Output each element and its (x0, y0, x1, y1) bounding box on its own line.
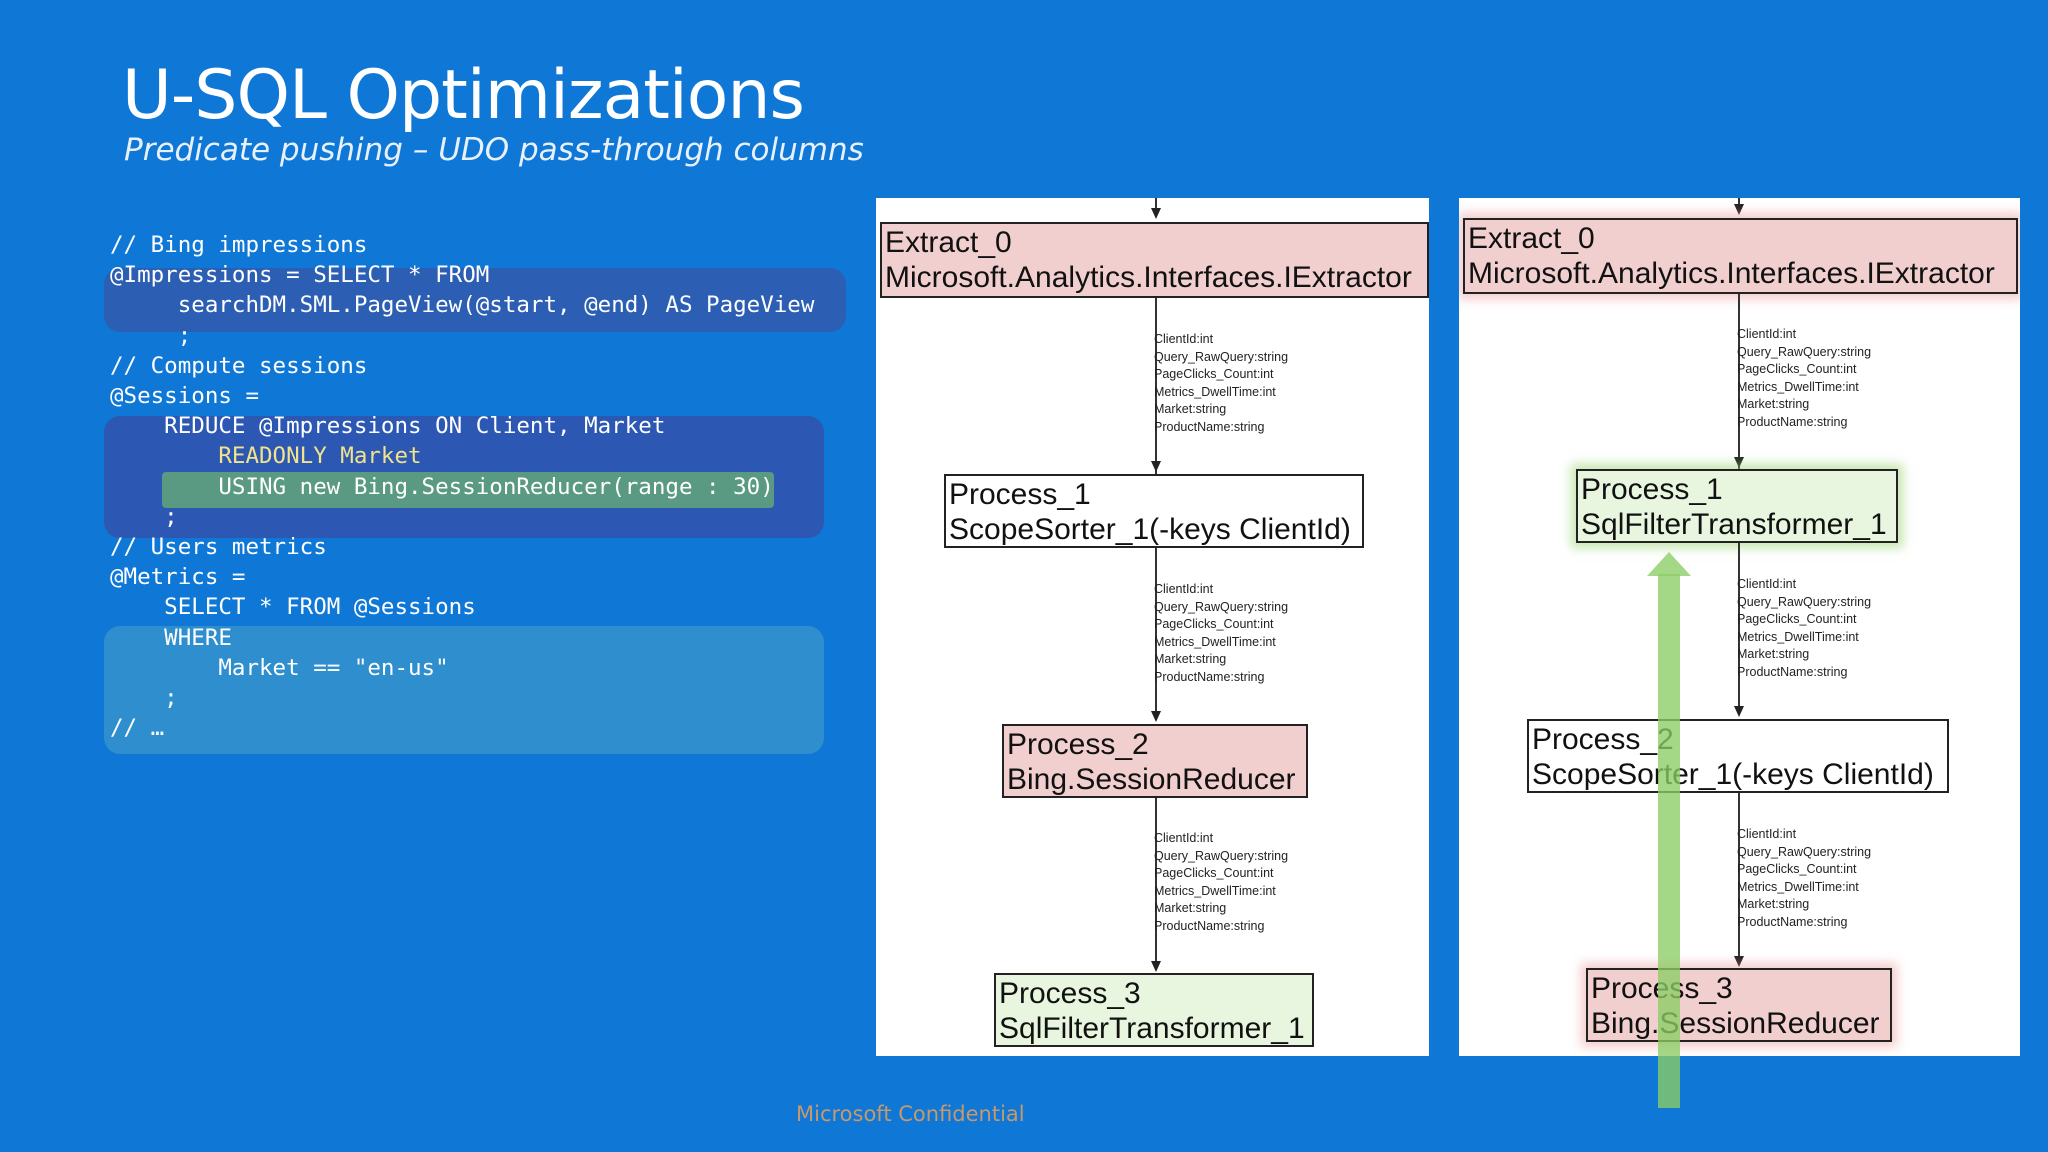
plan-node-process-2: Process_2 Bing.SessionReducer (1002, 724, 1308, 798)
predicate-push-arrow-head (1647, 552, 1691, 576)
code-line: // Compute sessions (110, 352, 368, 379)
edge-arrow (1151, 461, 1161, 472)
edge-arrow (1734, 204, 1744, 215)
plan-node-process-3: Process_3 SqlFilterTransformer_1 (994, 973, 1314, 1047)
code-line: @Sessions = (110, 383, 260, 410)
readonly-highlight (162, 472, 774, 508)
edge-line (1155, 548, 1157, 713)
code-line: // Bing impressions (110, 232, 368, 258)
code-line: ; (110, 685, 178, 712)
slide-title: U-SQL Optimizations (122, 56, 805, 135)
confidential-footer: Microsoft Confidential (796, 1102, 1025, 1126)
code-line: Market == "en-us" (110, 654, 449, 681)
code-line-readonly: READONLY Market (110, 443, 422, 470)
code-line: SELECT * FROM @Sessions (110, 594, 476, 621)
plan-node-process-2: Process_2 ScopeSorter_1(-keys ClientId) (1527, 719, 1949, 793)
edge-line (1155, 198, 1157, 210)
edge-line (1155, 798, 1157, 963)
edge-line (1738, 793, 1740, 958)
plan-node-process-1: Process_1 ScopeSorter_1(-keys ClientId) (944, 474, 1364, 548)
edge-line (1155, 298, 1157, 563)
code-line: // … (110, 715, 165, 742)
edge-arrow (1734, 956, 1744, 967)
code-line: USING new Bing.SessionReducer(range : 30… (110, 473, 774, 500)
code-line: @Metrics = (110, 564, 246, 591)
code-line: @Impressions = SELECT * FROM (110, 262, 490, 289)
code-line: WHERE (110, 624, 232, 651)
code-line: REDUCE @Impressions ON Client, Market (110, 413, 666, 440)
plan-node-process-1: Process_1 SqlFilterTransformer_1 (1576, 469, 1898, 543)
plan-node-extract: Extract_0 Microsoft.Analytics.Interfaces… (880, 222, 1429, 298)
edge-line (1738, 198, 1740, 206)
edge-line (1738, 294, 1740, 559)
code-line: ; (110, 322, 192, 349)
plan-node-extract: Extract_0 Microsoft.Analytics.Interfaces… (1463, 218, 2018, 294)
edge-arrow (1734, 706, 1744, 717)
plan-after-panel: Extract_0 Microsoft.Analytics.Interfaces… (1459, 198, 2020, 1056)
edge-line (1738, 543, 1740, 708)
edge-arrow (1151, 711, 1161, 722)
edge-arrow (1151, 961, 1161, 972)
slide-subtitle: Predicate pushing – UDO pass-through col… (124, 132, 864, 168)
edge-arrow (1734, 457, 1744, 468)
metrics-highlight (104, 626, 824, 754)
code-line: ; (110, 503, 178, 530)
usql-code-block: // Bing impressions @Impressions = SELECT… (110, 230, 814, 743)
plan-node-process-3: Process_3 Bing.SessionReducer (1586, 968, 1892, 1042)
edge-arrow (1151, 208, 1161, 219)
plan-before-panel: Extract_0 Microsoft.Analytics.Interfaces… (876, 198, 1429, 1056)
code-line: // Users metrics (110, 534, 327, 561)
predicate-push-arrow (1658, 574, 1680, 1108)
impressions-highlight (104, 268, 846, 332)
code-line: searchDM.SML.PageView(@start, @end) AS P… (110, 292, 815, 319)
